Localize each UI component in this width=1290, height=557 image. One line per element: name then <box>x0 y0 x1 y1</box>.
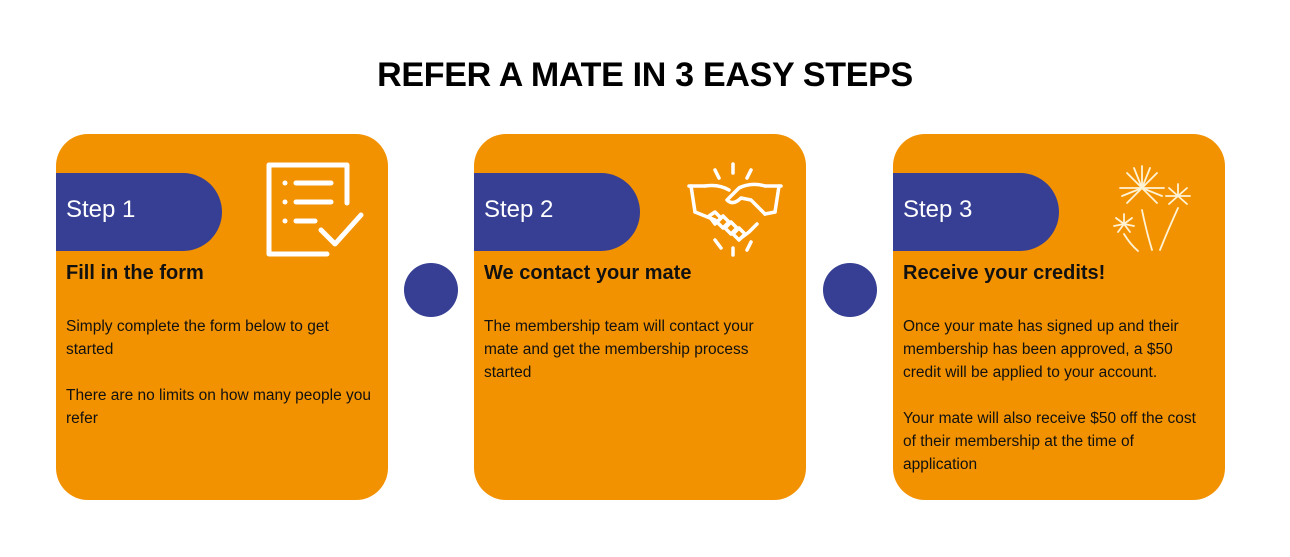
step-connector-dot <box>404 263 458 317</box>
step-label-pill: Step 2 <box>474 173 640 251</box>
step-description: Simply complete the form below to get st… <box>66 315 371 453</box>
step-card-3: Step 3 <box>893 134 1225 500</box>
step-heading: Receive your credits! <box>903 262 1106 284</box>
step-label: Step 3 <box>903 196 973 223</box>
step-label-pill: Step 1 <box>56 173 222 251</box>
step-description: Once your mate has signed up and their m… <box>903 315 1208 499</box>
step-card-2: Step 2 We contact your mate The membersh… <box>474 134 806 500</box>
step-heading: We contact your mate <box>484 262 692 284</box>
step-heading: Fill in the form <box>66 262 204 284</box>
step-paragraph: The membership team will contact your ma… <box>484 318 754 381</box>
step-connector-dot <box>823 263 877 317</box>
step-paragraph: Your mate will also receive $50 off the … <box>903 410 1196 473</box>
step-label: Step 1 <box>66 196 136 223</box>
step-label-pill: Step 3 <box>893 173 1059 251</box>
step-description: The membership team will contact your ma… <box>484 315 789 407</box>
form-checklist-icon <box>266 162 364 257</box>
step-paragraph: Simply complete the form below to get st… <box>66 318 329 358</box>
step-card-1: Step 1 Fill in the form Simply complete … <box>56 134 388 500</box>
page-title: REFER A MATE IN 3 EASY STEPS <box>377 56 913 94</box>
step-paragraph: Once your mate has signed up and their m… <box>903 318 1179 381</box>
step-paragraph: There are no limits on how many people y… <box>66 387 371 427</box>
fireworks-icon <box>1113 165 1191 252</box>
step-label: Step 2 <box>484 196 554 223</box>
handshake-icon <box>687 162 783 257</box>
